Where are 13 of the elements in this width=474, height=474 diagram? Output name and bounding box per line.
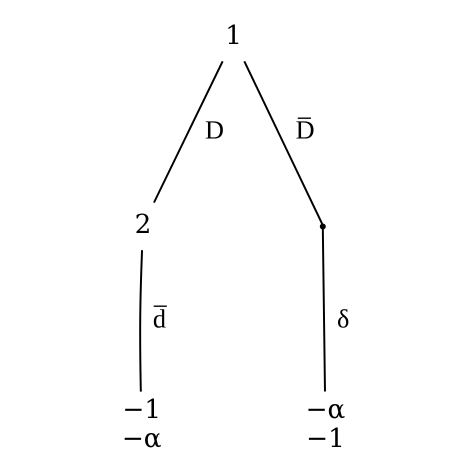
- edge-label: D̅: [295, 116, 314, 145]
- edge-label: d̅: [152, 304, 166, 334]
- node-text: 2: [134, 210, 151, 240]
- connector: [138, 250, 143, 392]
- connector: [152, 60, 224, 204]
- connector: [242, 60, 323, 224]
- edge-label: δ: [336, 304, 349, 334]
- node-point: [319, 223, 326, 230]
- edge-label: D: [204, 116, 224, 145]
- node-text: 1: [224, 21, 242, 52]
- node-text: −α −1: [305, 395, 345, 454]
- connector: [321, 229, 326, 392]
- node-text: −1 −α: [121, 395, 162, 454]
